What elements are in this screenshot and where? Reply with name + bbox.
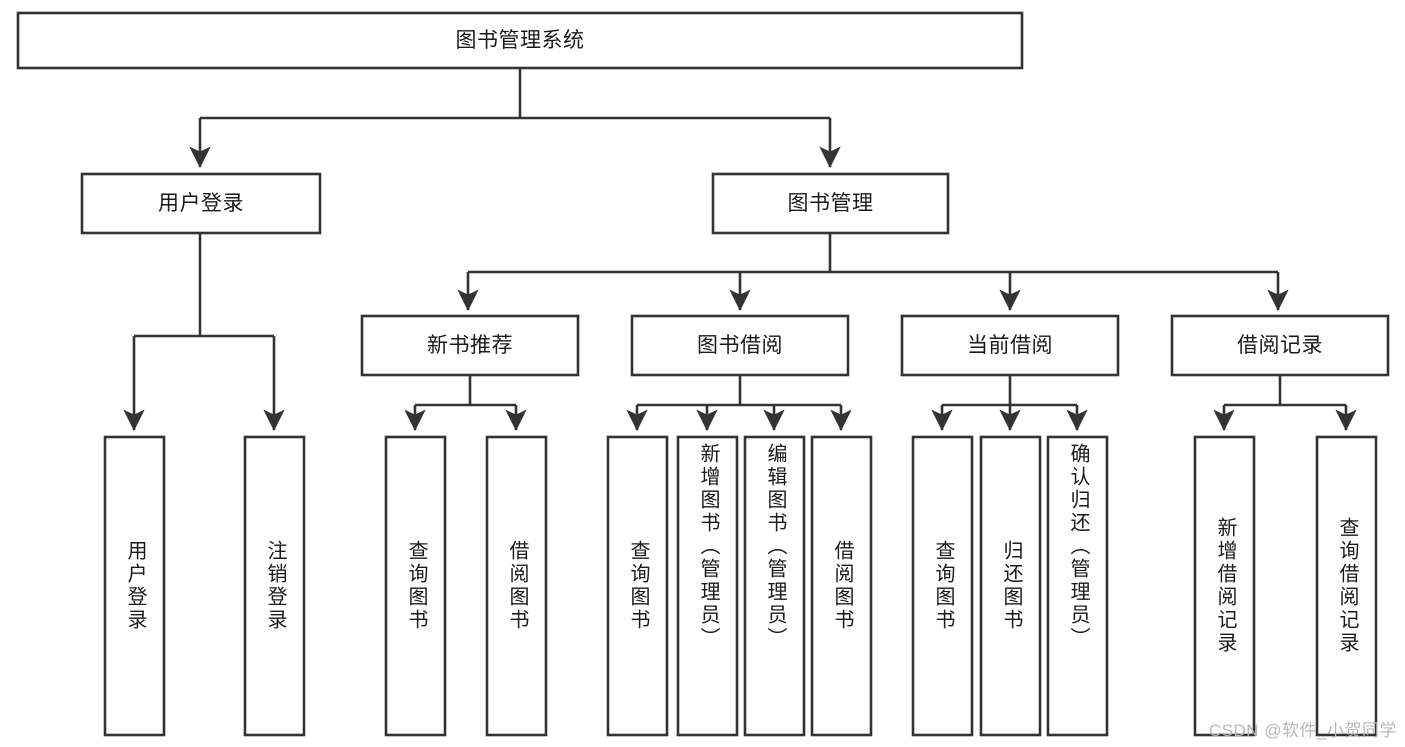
leaf-box-user-login	[103, 435, 166, 737]
leaf-box-return-book	[979, 435, 1042, 737]
node-root-box	[16, 11, 1024, 70]
leaf-box-edit-book	[743, 435, 806, 737]
node-user-login-box	[80, 172, 322, 235]
node-new-book-rec-box	[360, 314, 580, 377]
node-borrow-record-box	[1170, 314, 1390, 377]
leaf-box-add-record	[1193, 435, 1256, 737]
node-current-borrow-box	[900, 314, 1120, 377]
csdn-watermark: CSDN @软件_小贺同学	[1208, 721, 1397, 740]
leaf-box-logout	[243, 435, 306, 737]
leaf-box-confirm-return	[1046, 435, 1109, 737]
leaf-box-borrow-book	[810, 435, 873, 737]
leaf-box-query-record	[1315, 435, 1378, 737]
leaf-box-query-book-borrow	[606, 435, 669, 737]
leaf-box-query-book-rec	[384, 435, 447, 737]
node-book-manage-box	[711, 172, 950, 235]
leaf-box-borrow-book-rec	[485, 435, 548, 737]
leaf-box-query-book-cur	[911, 435, 974, 737]
node-book-borrow-box	[630, 314, 850, 377]
leaf-box-add-book	[676, 435, 739, 737]
